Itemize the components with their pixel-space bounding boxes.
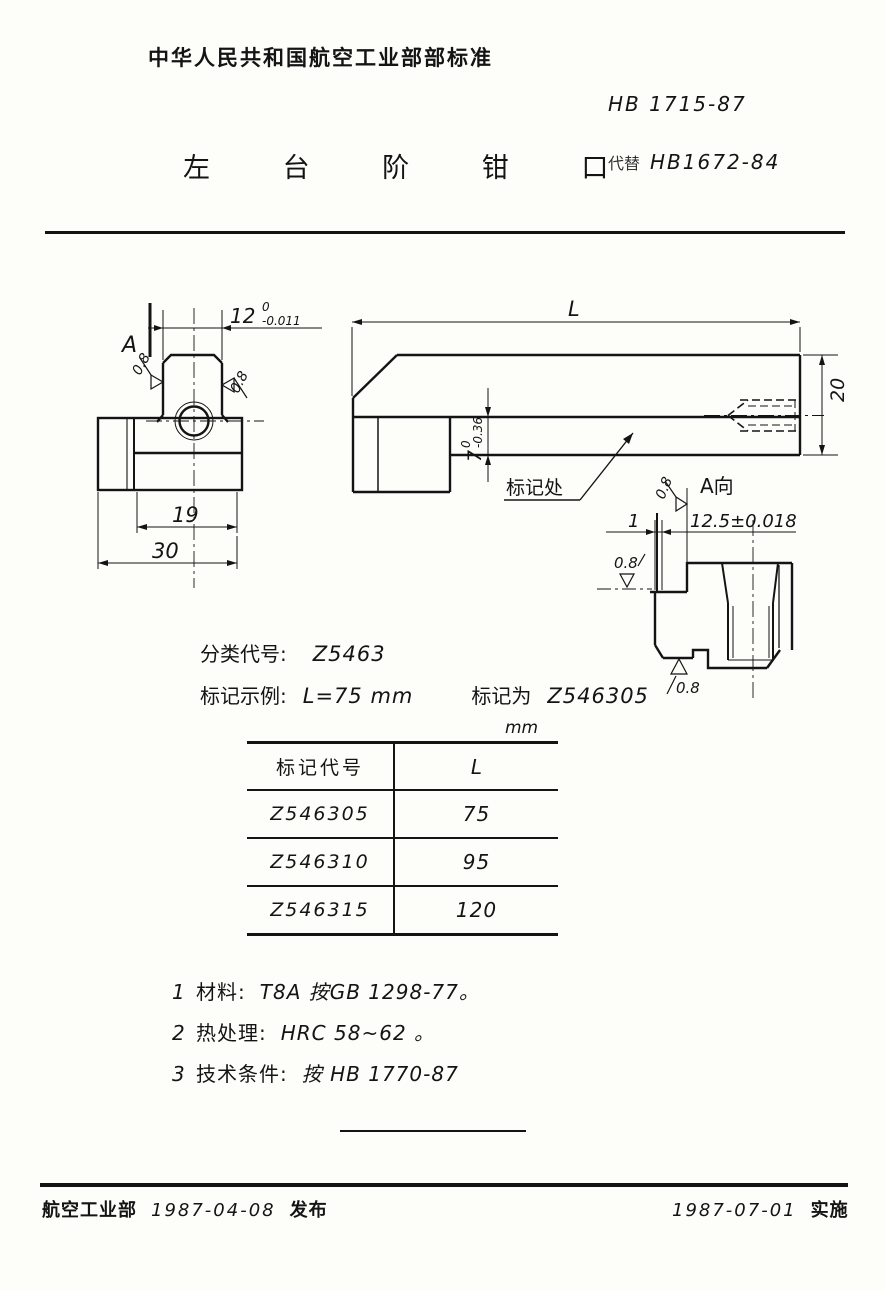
marking-example-value: L=75 mm [302,684,414,708]
table-cell-code: Z546310 [247,839,395,885]
svg-text:-0.36: -0.36 [471,417,485,448]
a-view-roughness-top: 0.8 [653,475,689,513]
roughness-value: 0.8 [653,475,676,502]
table-header-L: L [470,754,483,779]
front-dim-19: 19 [136,492,238,533]
a-view-roughness-left: 0.8 [597,553,652,590]
ministry-standard-header: 中华人民共和国航空工业部部标准 [148,46,493,70]
a-view: A向 0.8 1 12.5±0.018 0. [597,474,797,702]
side-outline [351,353,802,494]
front-view: A 12 0 -0.011 [96,300,322,588]
roughness-value: 0.8 [676,679,700,697]
note-text: T8A 按GB 1298-77。 [259,980,480,1004]
footer-impl-date: 1987-07-01 [672,1200,797,1221]
footer-issue: 航空工业部 1987-04-08 发布 [42,1196,328,1222]
replaces-label: 代替 [608,154,641,173]
table-cell-L: 120 [455,898,498,922]
side-dim-20: 20 [803,354,849,456]
side-view: L 7 0 -0.36 [351,297,849,501]
table-cell-code: Z546315 [247,887,395,933]
end-separator-line [340,1130,526,1132]
svg-text:0: 0 [459,440,473,448]
svg-text:标记处: 标记处 [506,477,563,499]
svg-text:20: 20 [827,378,849,402]
footer-implementation: 1987-07-01 实施 [658,1196,849,1222]
a-view-roughness-bottom: 0.8 [666,657,700,697]
header-divider [45,231,845,234]
note-label: 热处理: [196,1021,267,1045]
marking-as-label: 标记为 [471,684,532,708]
note-label: 技术条件: [196,1062,288,1086]
table-row: Z546305 75 [247,791,558,839]
classification-label: 分类代号: [200,642,287,666]
note-number: 2 [172,1021,185,1045]
marking-example-label: 标记示例: [200,684,287,708]
footer-impl-label: 实施 [810,1200,849,1221]
svg-text:0: 0 [262,300,270,314]
a-view-label: A向 [700,474,734,498]
table-unit-label: mm [505,718,539,738]
table-cell-L: 95 [462,850,491,874]
front-dim-30: 30 [97,492,238,569]
footer-divider [40,1183,848,1187]
marking-place-callout: 标记处 [504,432,634,501]
table-cell-code: Z546305 [247,791,395,837]
front-roughness-right: 0.8 [220,369,252,399]
svg-text:7: 7 [464,450,486,462]
notes-list: 1 材料: T8A 按GB 1298-77。 2 热处理: HRC 58~62 … [172,978,480,1101]
svg-text:-0.011: -0.011 [262,314,301,328]
front-dim-12: 12 0 -0.011 [148,300,322,360]
table-header-code: 标记代号 [247,744,395,789]
table-cell-L: 75 [462,802,491,826]
note-label: 材料: [196,980,246,1004]
a-view-dims: 1 12.5±0.018 [606,488,797,590]
svg-text:30: 30 [152,539,179,563]
front-hole-chamfer-circle [174,401,214,441]
svg-text:12: 12 [230,304,255,328]
roughness-value: 0.8 [227,369,252,396]
footer-issue-label: 发布 [289,1200,328,1221]
marking-example-line: 标记示例: L=75 mm 标记为 Z546305 [200,680,649,709]
note-number: 3 [172,1062,185,1086]
side-dim-L: L [351,297,801,396]
classification-code-line: 分类代号: Z5463 [200,638,386,667]
replaced-standard-number: HB1672-84 [650,150,781,174]
view-a-label: A [120,333,137,358]
front-tongue-outline [156,353,229,423]
table-row: Z546310 95 [247,839,558,887]
svg-text:1: 1 [628,511,639,532]
note-text: 按 HB 1770-87 [301,1062,459,1086]
roughness-value: 0.8 [614,554,638,572]
note-text: HRC 58~62 。 [280,1021,436,1045]
svg-text:12.5±0.018: 12.5±0.018 [690,511,797,532]
footer-issue-date: 1987-04-08 [151,1200,276,1221]
side-dim-7: 7 0 -0.36 [459,388,491,482]
a-view-outline [650,513,794,670]
document-title: 左 台 阶 钳 口 [183,153,641,184]
note-heat-treatment: 2 热处理: HRC 58~62 。 [172,1019,480,1047]
technical-drawing: A 12 0 -0.011 [96,297,849,702]
marking-as-value: Z546305 [547,684,649,708]
front-hole-circle [178,405,210,437]
svg-text:L: L [568,297,580,321]
svg-text:19: 19 [172,503,199,527]
standard-number: HB 1715-87 [608,92,747,116]
table-header-row: 标记代号 L [247,744,558,791]
classification-code: Z5463 [312,642,386,666]
spec-table: 标记代号 L Z546305 75 Z546310 95 Z546315 120 [247,741,558,936]
replaces-line: 代替 HB1672-84 [608,150,780,174]
note-number: 1 [172,980,185,1004]
footer-issuer: 航空工业部 [42,1200,137,1221]
table-row: Z546315 120 [247,887,558,933]
note-technical-conditions: 3 技术条件: 按 HB 1770-87 [172,1060,480,1088]
note-material: 1 材料: T8A 按GB 1298-77。 [172,978,480,1006]
